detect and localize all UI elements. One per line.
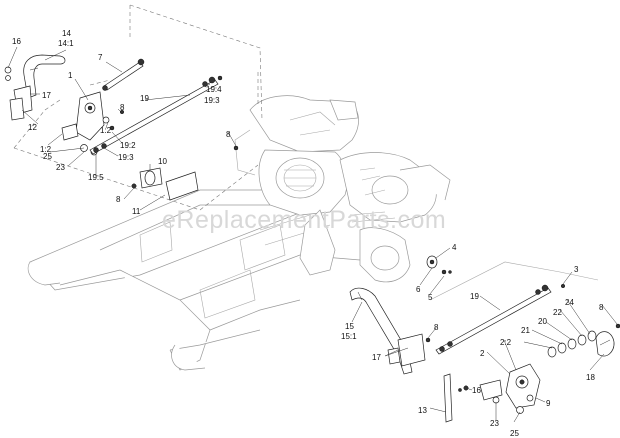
callout-16-lower: 16 [472, 386, 481, 395]
upper-locator-lines [13, 4, 263, 211]
callout-8-upper-b: 8 [226, 130, 231, 139]
callout-22: 22 [553, 308, 562, 317]
callout-2-2: 2:2 [500, 338, 512, 347]
callout-1-2-b: 1:2 [40, 145, 52, 154]
callout-7: 7 [98, 53, 103, 62]
lower-washer-stack [547, 323, 620, 358]
callout-19-5: 19:5 [88, 173, 104, 182]
bracket-2 [479, 363, 541, 414]
callout-1: 1 [68, 71, 73, 80]
upper-hardware [119, 109, 239, 201]
callout-21: 21 [521, 326, 530, 335]
upper-rod-19 [89, 75, 223, 155]
callout-2: 2 [480, 349, 485, 358]
callout-18: 18 [586, 373, 595, 382]
mid-hardware [426, 255, 566, 289]
upper-control-lever [4, 54, 66, 121]
callout-23-upper: 23 [56, 163, 65, 172]
engine-assembly [234, 95, 451, 283]
callout-8-lower-right: 8 [599, 303, 604, 312]
callout-11: 11 [132, 207, 141, 216]
callout-23-lower: 23 [490, 419, 499, 428]
lower-control-lever [349, 287, 431, 375]
rod-7 [102, 58, 145, 91]
lower-bolt-13 [443, 373, 469, 423]
callout-16-upper: 16 [12, 37, 21, 46]
watermark-text: eReplacementParts.com [162, 206, 446, 234]
callout-3: 3 [574, 265, 579, 274]
callout-10: 10 [158, 157, 167, 166]
callout-12: 12 [28, 123, 37, 132]
lower-rod-19 [429, 261, 599, 355]
callout-9: 9 [546, 399, 551, 408]
callout-8-upper-c: 8 [116, 195, 121, 204]
chassis-frame [27, 189, 361, 371]
bracket-1 [61, 91, 115, 156]
leader-lines [7, 46, 618, 423]
callout-5: 5 [428, 293, 433, 302]
callout-19-lower: 19 [470, 292, 479, 301]
callout-25-lower: 25 [510, 429, 519, 438]
callout-14-1: 14:1 [58, 39, 74, 48]
callout-25-upper: 25 [43, 152, 52, 161]
callout-17-upper: 17 [42, 91, 51, 100]
callout-20: 20 [538, 317, 547, 326]
callout-19-upper: 19 [140, 94, 149, 103]
callout-14: 14 [62, 29, 71, 38]
callout-8-lower-left: 8 [434, 323, 439, 332]
callout-19-3-upper: 19:3 [204, 96, 220, 105]
callout-15-1: 15:1 [341, 332, 357, 341]
callout-13: 13 [418, 406, 427, 415]
callout-1-2-a: 1:2 [100, 126, 112, 135]
callout-19-4: 19:4 [206, 85, 222, 94]
callout-6: 6 [416, 285, 421, 294]
callout-15: 15 [345, 322, 354, 331]
callout-24: 24 [565, 298, 574, 307]
callout-8-upper-a: 8 [120, 103, 125, 112]
callout-17-lower: 17 [372, 353, 381, 362]
callout-19-3-lower: 19:3 [118, 153, 134, 162]
callout-4: 4 [452, 243, 457, 252]
callout-labels: 16 14 14:1 7 1 17 12 8 19 19:4 19:3 1:2 … [12, 29, 604, 438]
callout-19-2: 19:2 [120, 141, 136, 150]
